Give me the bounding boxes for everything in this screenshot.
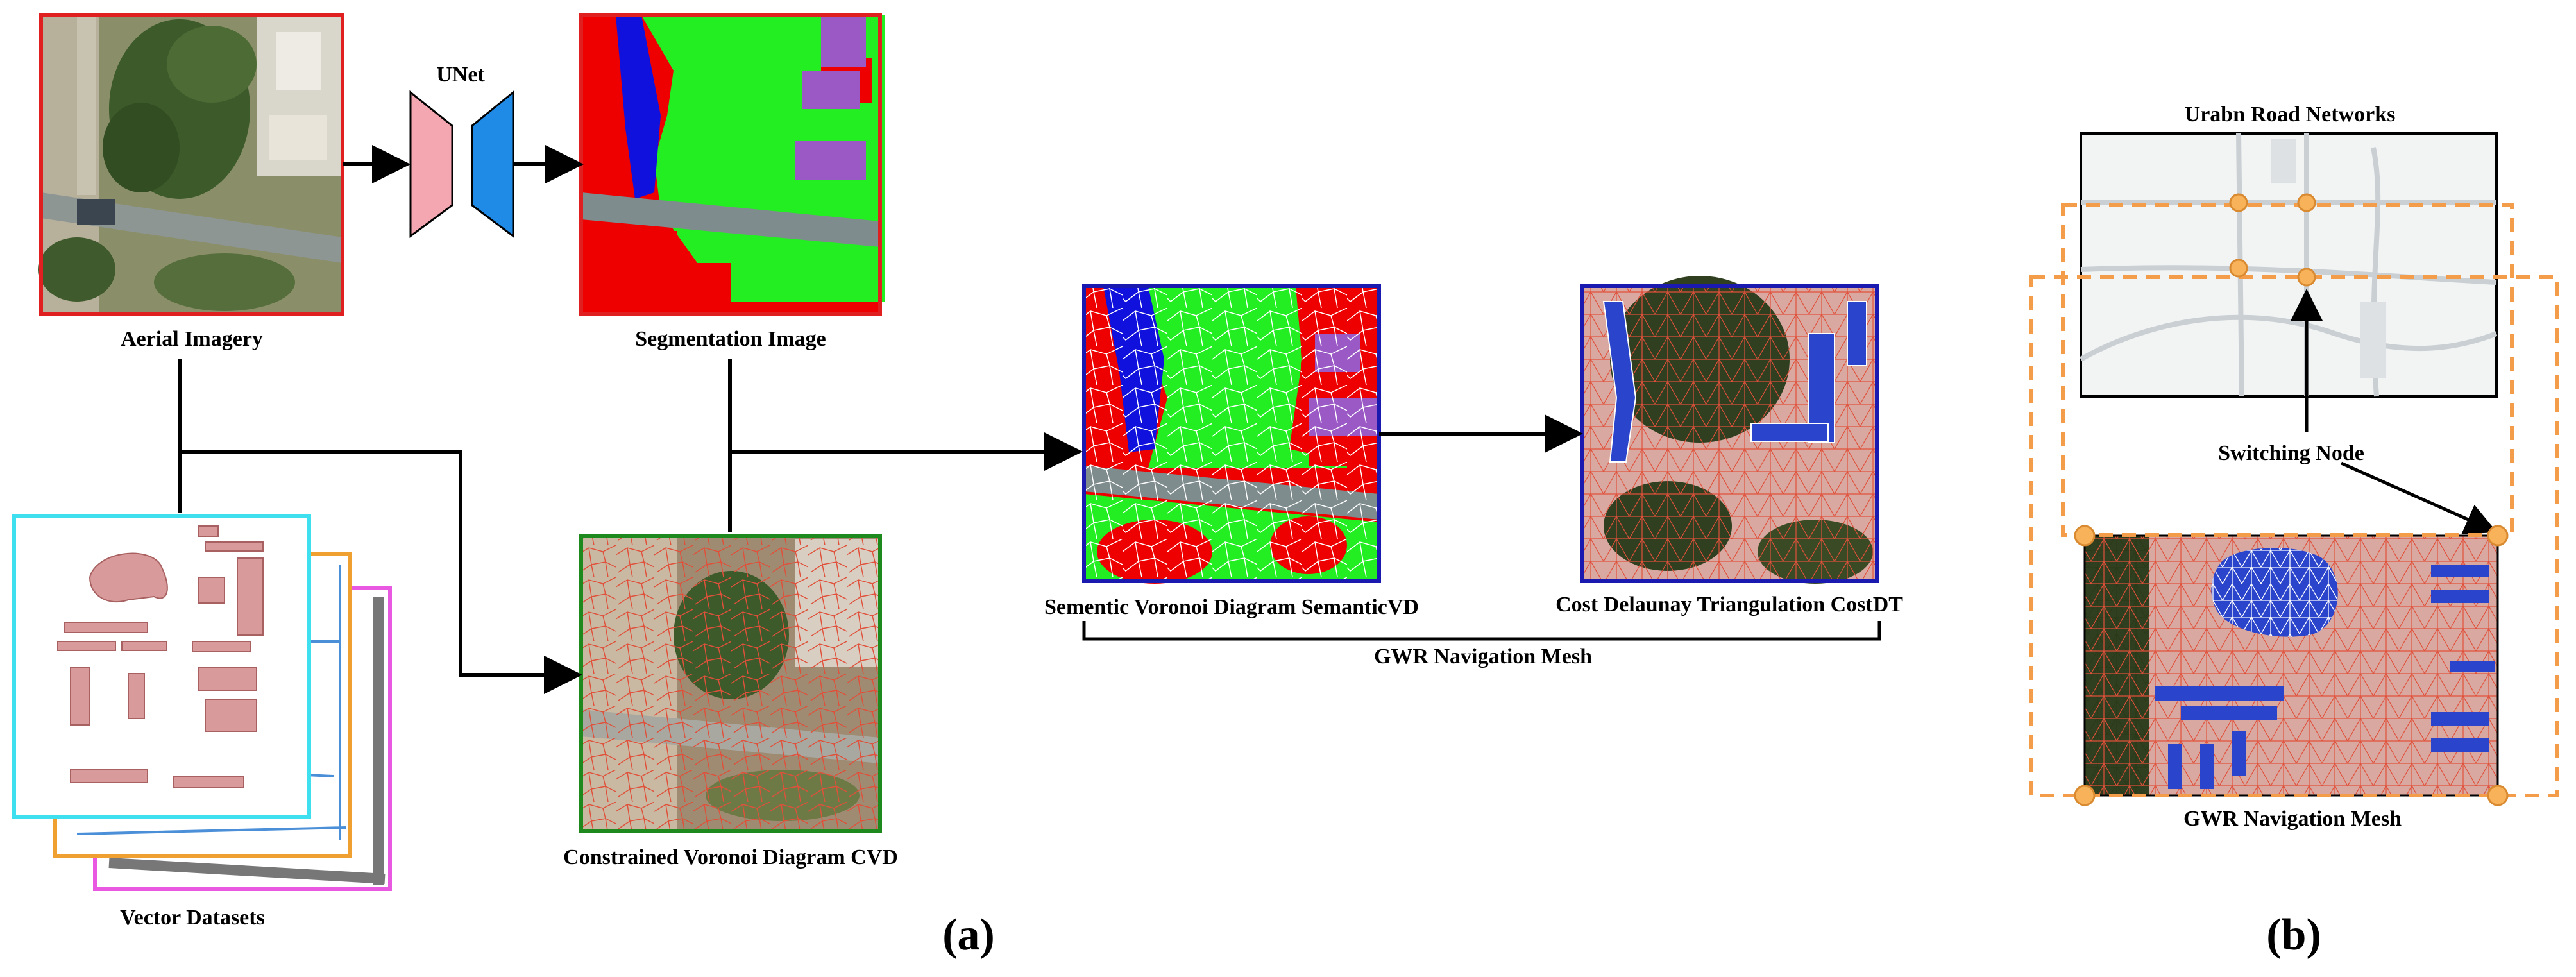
gwr-mesh-label-b: GWR Navigation Mesh	[2183, 807, 2402, 831]
gwr-navigation-mesh-image	[2083, 534, 2499, 797]
switching-node	[2297, 268, 2316, 287]
switching-overlay	[2029, 193, 2559, 806]
aerial-imagery	[38, 13, 344, 316]
unet-label: UNet	[436, 63, 485, 87]
switching-node	[2074, 525, 2096, 547]
gwr-mesh-label-a: GWR Navigation Mesh	[1374, 645, 1592, 668]
segmentation-image-label: Segmentation Image	[635, 327, 826, 351]
flow-arrows	[178, 145, 2498, 694]
switching-node	[2297, 193, 2316, 212]
switching-node	[2487, 525, 2509, 547]
road-networks-label: Urabn Road Networks	[2184, 103, 2396, 126]
cvd-label: Constrained Voronoi Diagram CVD	[563, 845, 898, 869]
semantic-vd-label: Sementic Voronoi Diagram SemanticVD	[1044, 595, 1419, 619]
panel-a-label: (a)	[942, 910, 995, 960]
aerial-imagery-label: Aerial Imagery	[121, 327, 263, 351]
semantic-voronoi-diagram	[1082, 284, 1381, 584]
switching-node	[2229, 259, 2248, 278]
switching-node	[2074, 785, 2096, 806]
urban-road-networks-map	[2080, 132, 2498, 398]
switching-node-label: Switching Node	[2218, 441, 2364, 465]
cost-dt-label: Cost Delaunay Triangulation CostDT	[1555, 593, 1903, 616]
switching-node	[2229, 193, 2248, 212]
constrained-voronoi-diagram	[579, 534, 882, 833]
vector-datasets	[12, 514, 392, 891]
vector-datasets-label: Vector Datasets	[120, 906, 265, 930]
panel-b-label: (b)	[2266, 910, 2321, 960]
unet-icon	[409, 90, 514, 238]
segmentation-image	[579, 13, 885, 316]
cost-delaunay-triangulation	[1580, 276, 1879, 584]
switching-node	[2487, 785, 2509, 806]
